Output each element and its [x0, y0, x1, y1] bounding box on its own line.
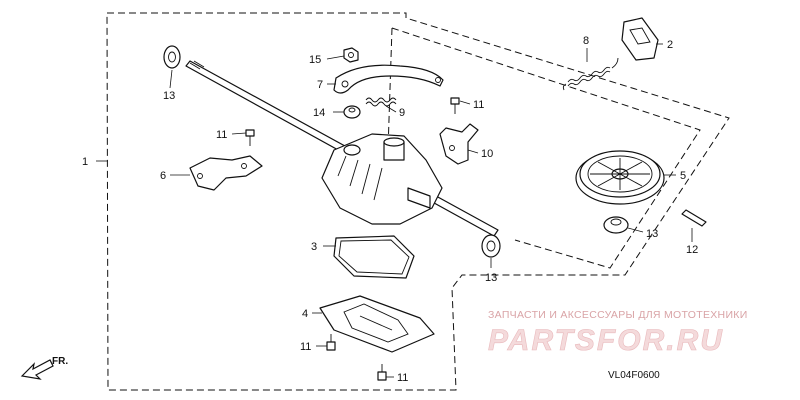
assembly-frame: [106, 12, 730, 391]
callout-10: 10: [481, 148, 493, 160]
watermark: ЗАПЧАСТИ И АКСЕССУАРЫ ДЛЯ МОТОТЕХНИКИ PA…: [488, 309, 748, 357]
nut: [343, 47, 359, 63]
transmission-housing: [321, 133, 443, 225]
bearing-left: [163, 45, 181, 69]
callout-7: 7: [317, 79, 323, 91]
callout-4: 4: [302, 308, 308, 320]
callout-1: 1: [82, 156, 88, 168]
small-bearing: [343, 105, 361, 119]
drive-pulley: [575, 150, 665, 205]
callout-11-top: 11: [473, 99, 484, 111]
bearing-right: [481, 234, 501, 258]
callout-11-left: 11: [216, 129, 227, 141]
callout-3: 3: [311, 241, 317, 253]
front-label: FR.: [52, 356, 68, 367]
callout-9: 9: [399, 107, 405, 119]
cover-plate: [319, 295, 435, 353]
cable-clip: [621, 17, 659, 61]
callout-14: 14: [313, 107, 325, 119]
callout-11-bottom: 11: [397, 372, 408, 384]
callout-5: 5: [680, 170, 686, 182]
callout-2: 2: [667, 39, 673, 51]
bolt-bottom: [377, 364, 387, 381]
callout-6: 6: [160, 170, 166, 182]
leader-lines: [96, 43, 693, 378]
callout-13-left: 13: [163, 90, 175, 102]
callout-13-pulley: 13: [646, 228, 658, 240]
callout-13-shaft: 13: [485, 272, 497, 284]
bolt-bottom-left: [326, 334, 336, 351]
callout-8: 8: [583, 35, 589, 47]
bearing-pulley: [603, 216, 629, 234]
diagram-code: VL04F0600: [608, 370, 660, 381]
pulley-group-bracket: [387, 27, 701, 269]
callout-11-bottom-left: 11: [300, 341, 311, 353]
callout-12: 12: [686, 244, 698, 256]
callouts: 1 2 3 4 5 6 7 8 9 10 11 11 11 11 12 13 1…: [82, 35, 698, 384]
return-spring: [562, 57, 619, 91]
small-spring: [365, 97, 397, 107]
cable-bracket: [439, 123, 479, 165]
bolt-left: [245, 129, 255, 146]
front-arrow-icon: [20, 359, 54, 380]
watermark-tagline: ЗАПЧАСТИ И АКСЕССУАРЫ ДЛЯ МОТОТЕХНИКИ: [488, 309, 748, 321]
shift-arm: [333, 64, 444, 94]
side-bracket: [189, 155, 263, 191]
callout-15: 15: [309, 54, 321, 66]
pin: [681, 209, 707, 227]
watermark-logo: PARTSFOR.RU: [488, 324, 724, 357]
bolt-top: [450, 97, 460, 114]
gasket: [333, 235, 415, 279]
front-direction-indicator: FR.: [20, 356, 68, 380]
